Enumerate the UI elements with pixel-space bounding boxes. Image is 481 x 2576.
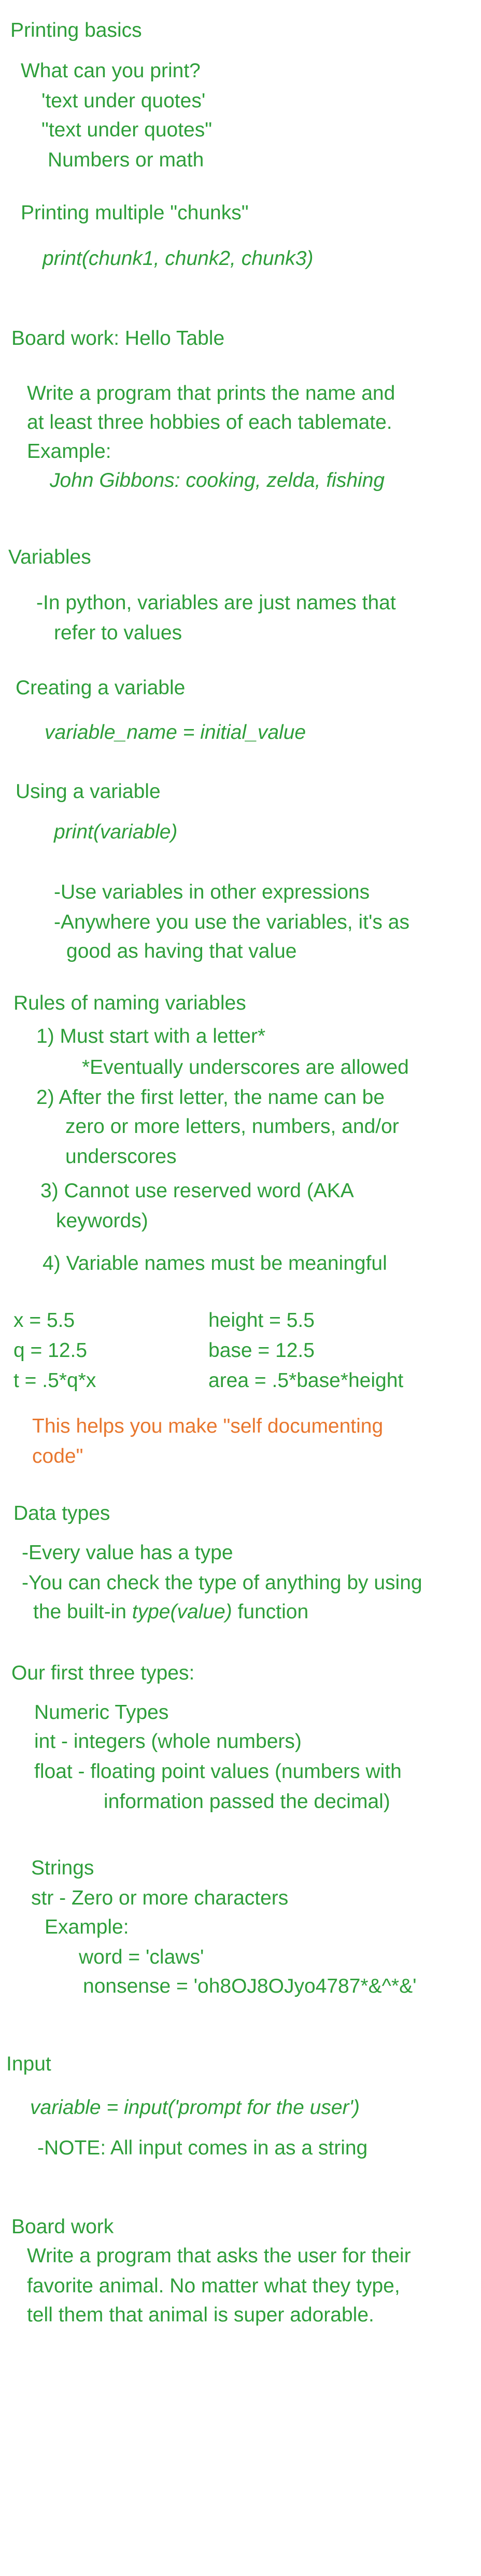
hello-table-line: Write a program that prints the name and <box>27 382 395 404</box>
strings-example-label: Example: <box>45 1916 129 1938</box>
what-can-you-print: What can you print? <box>21 60 201 82</box>
print-item: "text under quotes" <box>41 119 213 141</box>
naming-rule: underscores <box>65 1145 177 1168</box>
data-types-line: -Every value has a type <box>22 1542 233 1564</box>
hello-table-line: Example: <box>27 440 111 463</box>
strings-heading: Strings <box>31 1857 94 1879</box>
using-variable-heading: Using a variable <box>16 780 161 803</box>
naming-rule: zero or more letters, numbers, and/or <box>65 1115 399 1138</box>
using-variable-code: print(variable) <box>54 821 178 843</box>
data-types-heading: Data types <box>13 1502 110 1524</box>
print-chunks-code: print(chunk1, chunk2, chunk3) <box>43 247 314 270</box>
good-example: area = .5*base*height <box>208 1369 404 1392</box>
variables-heading: Variables <box>8 546 91 568</box>
creating-variable-heading: Creating a variable <box>16 677 186 699</box>
naming-rule: keywords) <box>56 1210 148 1232</box>
self-documenting-note: code" <box>32 1445 83 1467</box>
hello-table-example: John Gibbons: cooking, zelda, fishing <box>50 469 385 492</box>
hello-table-heading: Board work: Hello Table <box>11 327 225 349</box>
bad-example: x = 5.5 <box>13 1309 75 1332</box>
creating-variable-code: variable_name = initial_value <box>45 721 306 744</box>
bad-example: q = 12.5 <box>13 1339 88 1362</box>
bad-example: t = .5*q*x <box>13 1369 96 1392</box>
variables-note: -Use variables in other expressions <box>54 881 370 903</box>
print-item: 'text under quotes' <box>41 90 206 112</box>
first-three-types-heading: Our first three types: <box>11 1662 195 1684</box>
printing-chunks-heading: Printing multiple "chunks" <box>21 202 249 224</box>
string-example: word = 'claws' <box>79 1946 204 1968</box>
input-code: variable = input('prompt for the user') <box>30 2096 360 2119</box>
board-work-line: tell them that animal is super adorable. <box>27 2304 374 2326</box>
int-type-line: int - integers (whole numbers) <box>34 1730 302 1753</box>
float-type-line: information passed the decimal) <box>104 1790 390 1813</box>
input-heading: Input <box>6 2053 51 2075</box>
naming-rule: 3) Cannot use reserved word (AKA <box>40 1180 354 1202</box>
type-function-code: type(value) <box>132 1601 232 1623</box>
printing-basics-heading: Printing basics <box>10 19 142 41</box>
naming-rules-heading: Rules of naming variables <box>13 992 246 1014</box>
data-types-line: -You can check the type of anything by u… <box>22 1572 422 1594</box>
naming-rule: 1) Must start with a letter* <box>36 1025 266 1047</box>
float-type-line: float - floating point values (numbers w… <box>34 1760 402 1783</box>
input-note: -NOTE: All input comes in as a string <box>37 2137 368 2159</box>
self-documenting-note: This helps you make "self documenting <box>32 1415 384 1437</box>
str-type-line: str - Zero or more characters <box>31 1887 289 1909</box>
naming-rule: 2) After the first letter, the name can … <box>36 1086 385 1109</box>
print-item: Numbers or math <box>48 149 204 171</box>
naming-rule: 4) Variable names must be meaningful <box>43 1252 387 1275</box>
string-example: nonsense = 'oh8OJ8OJyo4787*&^*&' <box>83 1975 417 1997</box>
data-types-line: the built-in type(value) function <box>33 1597 308 1627</box>
hello-table-line: at least three hobbies of each tablemate… <box>27 411 392 433</box>
board-work-line: Write a program that asks the user for t… <box>27 2245 411 2267</box>
board-work-line: favorite animal. No matter what they typ… <box>27 2275 400 2297</box>
variables-note: good as having that value <box>66 940 297 962</box>
good-example: height = 5.5 <box>208 1309 315 1332</box>
variables-intro-line: -In python, variables are just names tha… <box>36 592 396 614</box>
board-work-heading: Board work <box>11 2216 114 2238</box>
naming-rule: *Eventually underscores are allowed <box>82 1056 409 1079</box>
numeric-types-heading: Numeric Types <box>34 1701 169 1724</box>
variables-intro-line: refer to values <box>54 622 182 644</box>
data-types-line-start: the built-in <box>33 1601 132 1623</box>
good-example: base = 12.5 <box>208 1339 315 1362</box>
data-types-line-end: function <box>232 1601 309 1623</box>
variables-note: -Anywhere you use the variables, it's as <box>54 911 409 933</box>
